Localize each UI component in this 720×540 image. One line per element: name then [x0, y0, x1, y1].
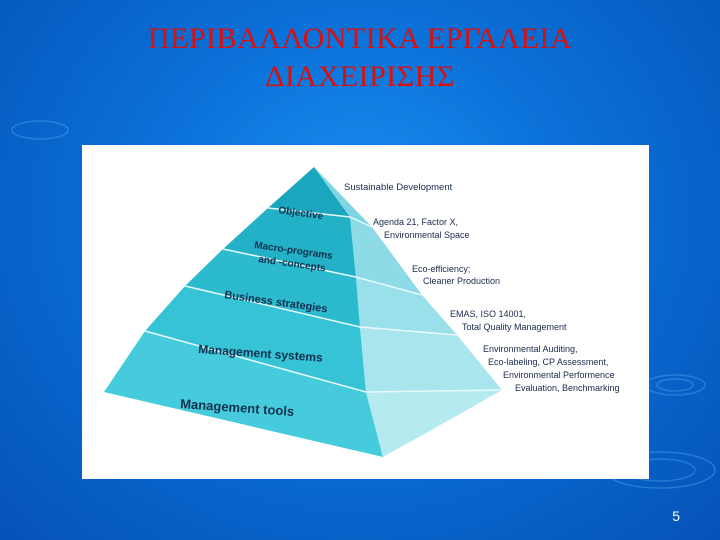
slide-title-line1: ΠΕΡΙΒΑΛΛΟΝΤΙΚΑ ΕΡΓΑΛΕΙΑ — [0, 20, 720, 58]
pyramid-diagram: Objective Macro-programs and -concepts B… — [82, 145, 649, 479]
pyramid-band-4-side — [360, 327, 502, 392]
description-management-tools: Environmental Auditing, Eco-labeling, CP… — [483, 344, 620, 393]
slide-title-line2: ΔΙΑΧΕΙΡΙΣΗΣ — [0, 58, 720, 96]
description-macro-programs: Agenda 21, Factor X, Environmental Space — [373, 217, 470, 240]
slide-title: ΠΕΡΙΒΑΛΛΟΝΤΙΚΑ ΕΡΓΑΛΕΙΑ ΔΙΑΧΕΙΡΙΣΗΣ — [0, 20, 720, 96]
description-management-systems: EMAS, ISO 14001, Total Quality Managemen… — [450, 309, 567, 332]
pyramid-figure: Objective Macro-programs and -concepts B… — [82, 145, 649, 479]
description-business-strategies: Eco-efficiency; Cleaner Production — [412, 264, 500, 286]
description-sustainable-development: Sustainable Development — [344, 182, 453, 193]
pyramid-band-5-side — [366, 390, 502, 457]
page-number: 5 — [672, 508, 680, 524]
